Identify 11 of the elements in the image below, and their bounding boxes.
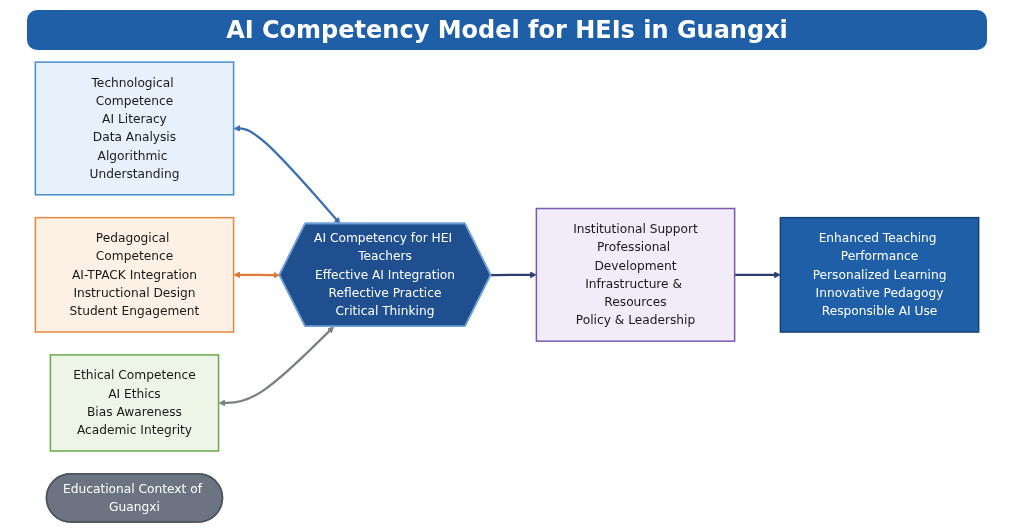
node-box: Pedagogical Competence AI-TPACK Integration Instructional Design Student Engagement bbox=[34, 216, 235, 333]
node-box: Enhanced Teaching Performance Personalized Learning Innovative Pedagogy Responsible AI Use bbox=[779, 216, 980, 333]
node-box: Technological Competence AI Literacy Data Analysis Algorithmic Understanding bbox=[34, 61, 235, 196]
arrow bbox=[491, 271, 537, 279]
arrow bbox=[233, 271, 281, 279]
arrow bbox=[218, 326, 335, 407]
title-banner: AI Competency Model for HEIs in Guangxi bbox=[27, 10, 987, 50]
node-box: Institutional Support Professional Development Infrastructure & Resources Policy & Leadership bbox=[535, 207, 736, 342]
arrow bbox=[233, 125, 341, 225]
arrow bbox=[734, 271, 781, 279]
node-box: Ethical Competence AI Ethics Bias Awareness Academic Integrity bbox=[49, 354, 220, 452]
